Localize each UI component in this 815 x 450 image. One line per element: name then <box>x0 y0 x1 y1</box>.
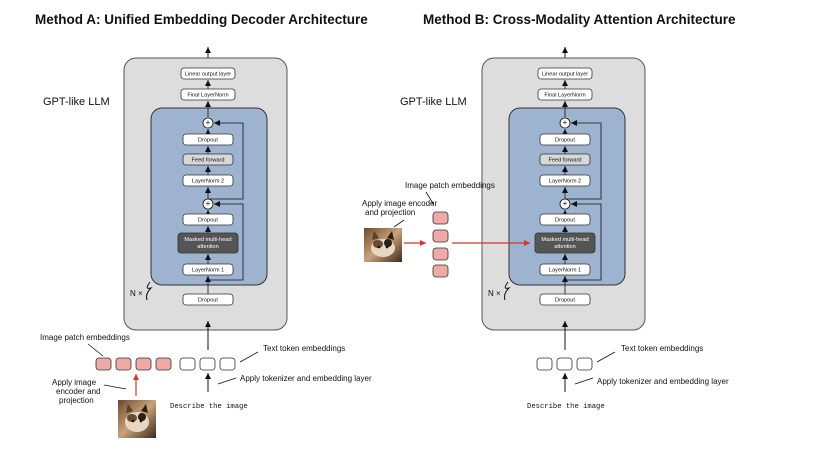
input-text-b: Describe the image <box>527 403 605 411</box>
text-token-1 <box>179 357 196 371</box>
encoder-label-b-2: and projection <box>365 208 415 217</box>
image-patch-b-2 <box>432 229 449 243</box>
residual-add-top <box>202 117 214 129</box>
dropout-mid <box>182 213 234 226</box>
feed-forward <box>182 153 234 166</box>
svg-text:+: + <box>563 199 568 208</box>
svg-text:LayerNorm 1: LayerNorm 1 <box>549 268 581 274</box>
residual-path-1 <box>208 201 244 281</box>
text-token-3 <box>219 357 236 371</box>
svg-text:Dropout: Dropout <box>198 218 218 224</box>
image-patch-label-b: Image patch embeddings <box>405 181 495 190</box>
layernorm-1-b <box>539 263 591 276</box>
text-token-b-1 <box>536 357 553 371</box>
image-patch-3 <box>135 357 152 371</box>
n-times-label: N × <box>130 289 143 298</box>
final-layernorm <box>180 88 236 101</box>
image-patch-label: Image patch embeddings <box>40 333 130 342</box>
text-token-label: Text token embeddings <box>263 344 345 353</box>
text-token-label-b: Text token embeddings <box>621 344 703 353</box>
layernorm-2 <box>182 174 234 187</box>
svg-text:Feed forward: Feed forward <box>549 158 582 164</box>
svg-text:attention: attention <box>554 244 575 250</box>
text-token-2 <box>199 357 216 371</box>
llm-label: GPT-like LLM <box>43 96 110 108</box>
svg-text:LayerNorm 1: LayerNorm 1 <box>192 268 224 274</box>
input-text: Describe the image <box>170 403 248 411</box>
dropout-top-b <box>539 133 591 146</box>
cat-image-a <box>118 400 156 438</box>
encoder-label-1: Apply image <box>52 378 97 387</box>
linear-output-label: Linear output layer <box>185 72 231 78</box>
svg-text:+: + <box>206 118 211 127</box>
final-layernorm-b <box>537 88 593 101</box>
method-b-title: Method B: Cross-Modality Attention Archi… <box>423 12 736 27</box>
n-times-label-b: N × <box>488 289 501 298</box>
image-patch-b-3 <box>432 247 449 261</box>
svg-text:Linear output layer: Linear output layer <box>542 72 588 78</box>
image-patch-2 <box>115 357 132 371</box>
tokenizer-label-b: Apply tokenizer and embedding layer <box>597 377 729 386</box>
layernorm-2-b <box>539 174 591 187</box>
svg-text:Dropout: Dropout <box>555 218 575 224</box>
layernorm-1 <box>182 263 234 276</box>
masked-attention-b <box>534 232 596 254</box>
svg-text:Dropout: Dropout <box>198 138 218 144</box>
svg-text:Dropout: Dropout <box>555 138 575 144</box>
method-b: Method B: Cross-Modality Attention Archi… <box>362 12 736 411</box>
linear-output-layer-b <box>537 67 593 80</box>
linear-output-layer <box>180 67 236 80</box>
image-patch-1 <box>95 357 112 371</box>
dropout-mid-b <box>539 213 591 226</box>
text-token-b-3 <box>576 357 593 371</box>
svg-text:Dropout: Dropout <box>198 298 218 304</box>
svg-text:Final LayerNorm: Final LayerNorm <box>544 93 586 99</box>
svg-text:LayerNorm 2: LayerNorm 2 <box>549 179 581 185</box>
dropout-bottom-b <box>539 293 591 306</box>
residual-path-2 <box>208 120 244 200</box>
encoder-label-2: encoder and <box>56 387 100 396</box>
svg-text:LayerNorm 2: LayerNorm 2 <box>192 179 224 185</box>
dropout-top <box>182 133 234 146</box>
method-a: Method A: Unified Embedding Decoder Arch… <box>35 12 372 438</box>
svg-text:+: + <box>563 118 568 127</box>
text-token-b-2 <box>556 357 573 371</box>
image-patch-b-1 <box>432 211 449 225</box>
image-patch-4 <box>155 357 172 371</box>
svg-text:+: + <box>206 199 211 208</box>
svg-text:Feed forward: Feed forward <box>192 158 225 164</box>
tokenizer-label: Apply tokenizer and embedding layer <box>240 374 372 383</box>
encoder-label-b-1: Apply image encoder <box>362 199 437 208</box>
n-brace <box>146 281 153 301</box>
dropout-bottom <box>182 293 234 306</box>
cat-image-b <box>364 228 402 262</box>
svg-text:attention: attention <box>197 244 218 250</box>
final-layernorm-label: Final LayerNorm <box>187 93 229 99</box>
svg-text:Masked multi-head: Masked multi-head <box>184 237 231 243</box>
method-a-title: Method A: Unified Embedding Decoder Arch… <box>35 12 368 27</box>
masked-attention <box>177 232 239 254</box>
svg-text:Dropout: Dropout <box>555 298 575 304</box>
svg-text:Masked multi-head: Masked multi-head <box>541 237 588 243</box>
feed-forward-b <box>539 153 591 166</box>
image-patch-b-4 <box>432 264 449 278</box>
encoder-label-3: projection <box>59 396 94 405</box>
llm-label-b: GPT-like LLM <box>400 96 467 108</box>
